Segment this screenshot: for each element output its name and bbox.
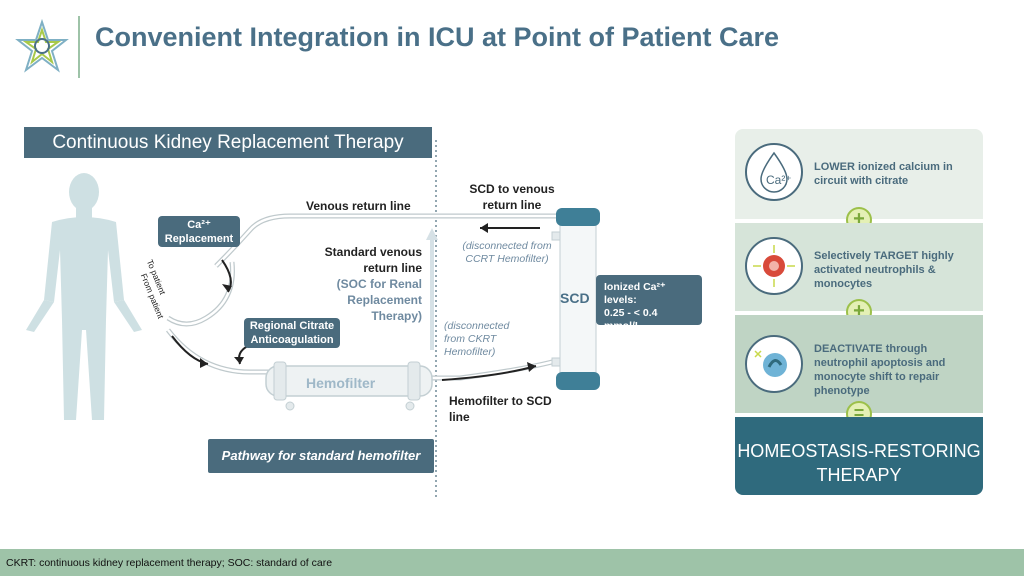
- citrate-line1: Regional Citrate: [249, 320, 335, 332]
- ca-replacement-line1: Ca²⁺: [187, 219, 211, 231]
- step-deactivate: DEACTIVATE through neutrophil apoptosis …: [735, 315, 983, 413]
- result-text: HOMEOSTASIS-RESTORING THERAPY: [737, 441, 981, 485]
- title-divider: [78, 16, 80, 78]
- ionized-ca-tag: Ionized Ca²⁺ levels: 0.25 - < 0.4 mmol/L: [596, 275, 702, 332]
- hemofilter-label: Hemofilter: [306, 375, 376, 391]
- result-box: HOMEOSTASIS-RESTORING THERAPY: [735, 417, 983, 495]
- disconnected-ckrt-note: (disconnected from CKRT Hemofilter): [444, 320, 510, 358]
- disconnected-ccrt-note: (disconnected from CCRT Hemofilter): [462, 240, 552, 265]
- citrate-tag: Regional Citrate Anticoagulation: [244, 318, 340, 348]
- ca-replacement-line2: Replacement: [164, 233, 234, 245]
- citrate-line2: Anticoagulation: [250, 334, 334, 346]
- venous-return-label: Venous return line: [306, 199, 411, 213]
- ionized-line1: Ionized Ca²⁺: [604, 281, 666, 293]
- standard-venous-label: Standard venous return line (SOC for Ren…: [320, 244, 422, 324]
- footer-bar: [0, 549, 1024, 576]
- ionized-line2: levels:: [604, 294, 637, 306]
- therapy-steps-panel: Ca²⁺ LOWER ionized calcium in circuit wi…: [735, 129, 983, 495]
- calcium-drop-icon: Ca²⁺: [745, 143, 803, 201]
- soc-note: (SOC for Renal Replacement Therapy): [336, 277, 422, 323]
- step2-text: Selectively TARGET highly activated neut…: [814, 250, 954, 290]
- crrt-banner: Continuous Kidney Replacement Therapy: [24, 127, 432, 158]
- step-target: Selectively TARGET highly activated neut…: [735, 223, 983, 311]
- hemofilter-icon: [265, 361, 433, 411]
- hemofilter-to-scd-label: Hemofilter to SCD line: [449, 394, 552, 424]
- ionized-line3: 0.25 - < 0.4 mmol/L: [604, 307, 658, 332]
- step1-text: LOWER ionized calcium in circuit with ci…: [814, 161, 953, 187]
- scd-label: SCD: [560, 290, 590, 306]
- footnote: CKRT: continuous kidney replacement ther…: [6, 557, 333, 569]
- page-title: Convenient Integration in ICU at Point o…: [95, 22, 780, 52]
- deactivate-cell-icon: [745, 335, 803, 393]
- ca-replacement-tag: Ca²⁺ Replacement: [158, 216, 240, 247]
- standard-venous-text: Standard venous return line: [324, 245, 422, 275]
- calcium-icon-text: Ca²⁺: [766, 173, 792, 187]
- scd-to-venous-label: SCD to venous return line: [469, 182, 555, 212]
- human-figure-icon: [26, 173, 142, 420]
- step-lower-calcium: Ca²⁺ LOWER ionized calcium in circuit wi…: [735, 129, 983, 219]
- step3-text: DEACTIVATE through neutrophil apoptosis …: [814, 343, 946, 397]
- pathway-banner: Pathway for standard hemofilter: [208, 439, 434, 473]
- scd-device-icon: [551, 208, 600, 390]
- neutrophil-target-icon: [745, 237, 803, 295]
- logo-star-icon: [15, 18, 69, 73]
